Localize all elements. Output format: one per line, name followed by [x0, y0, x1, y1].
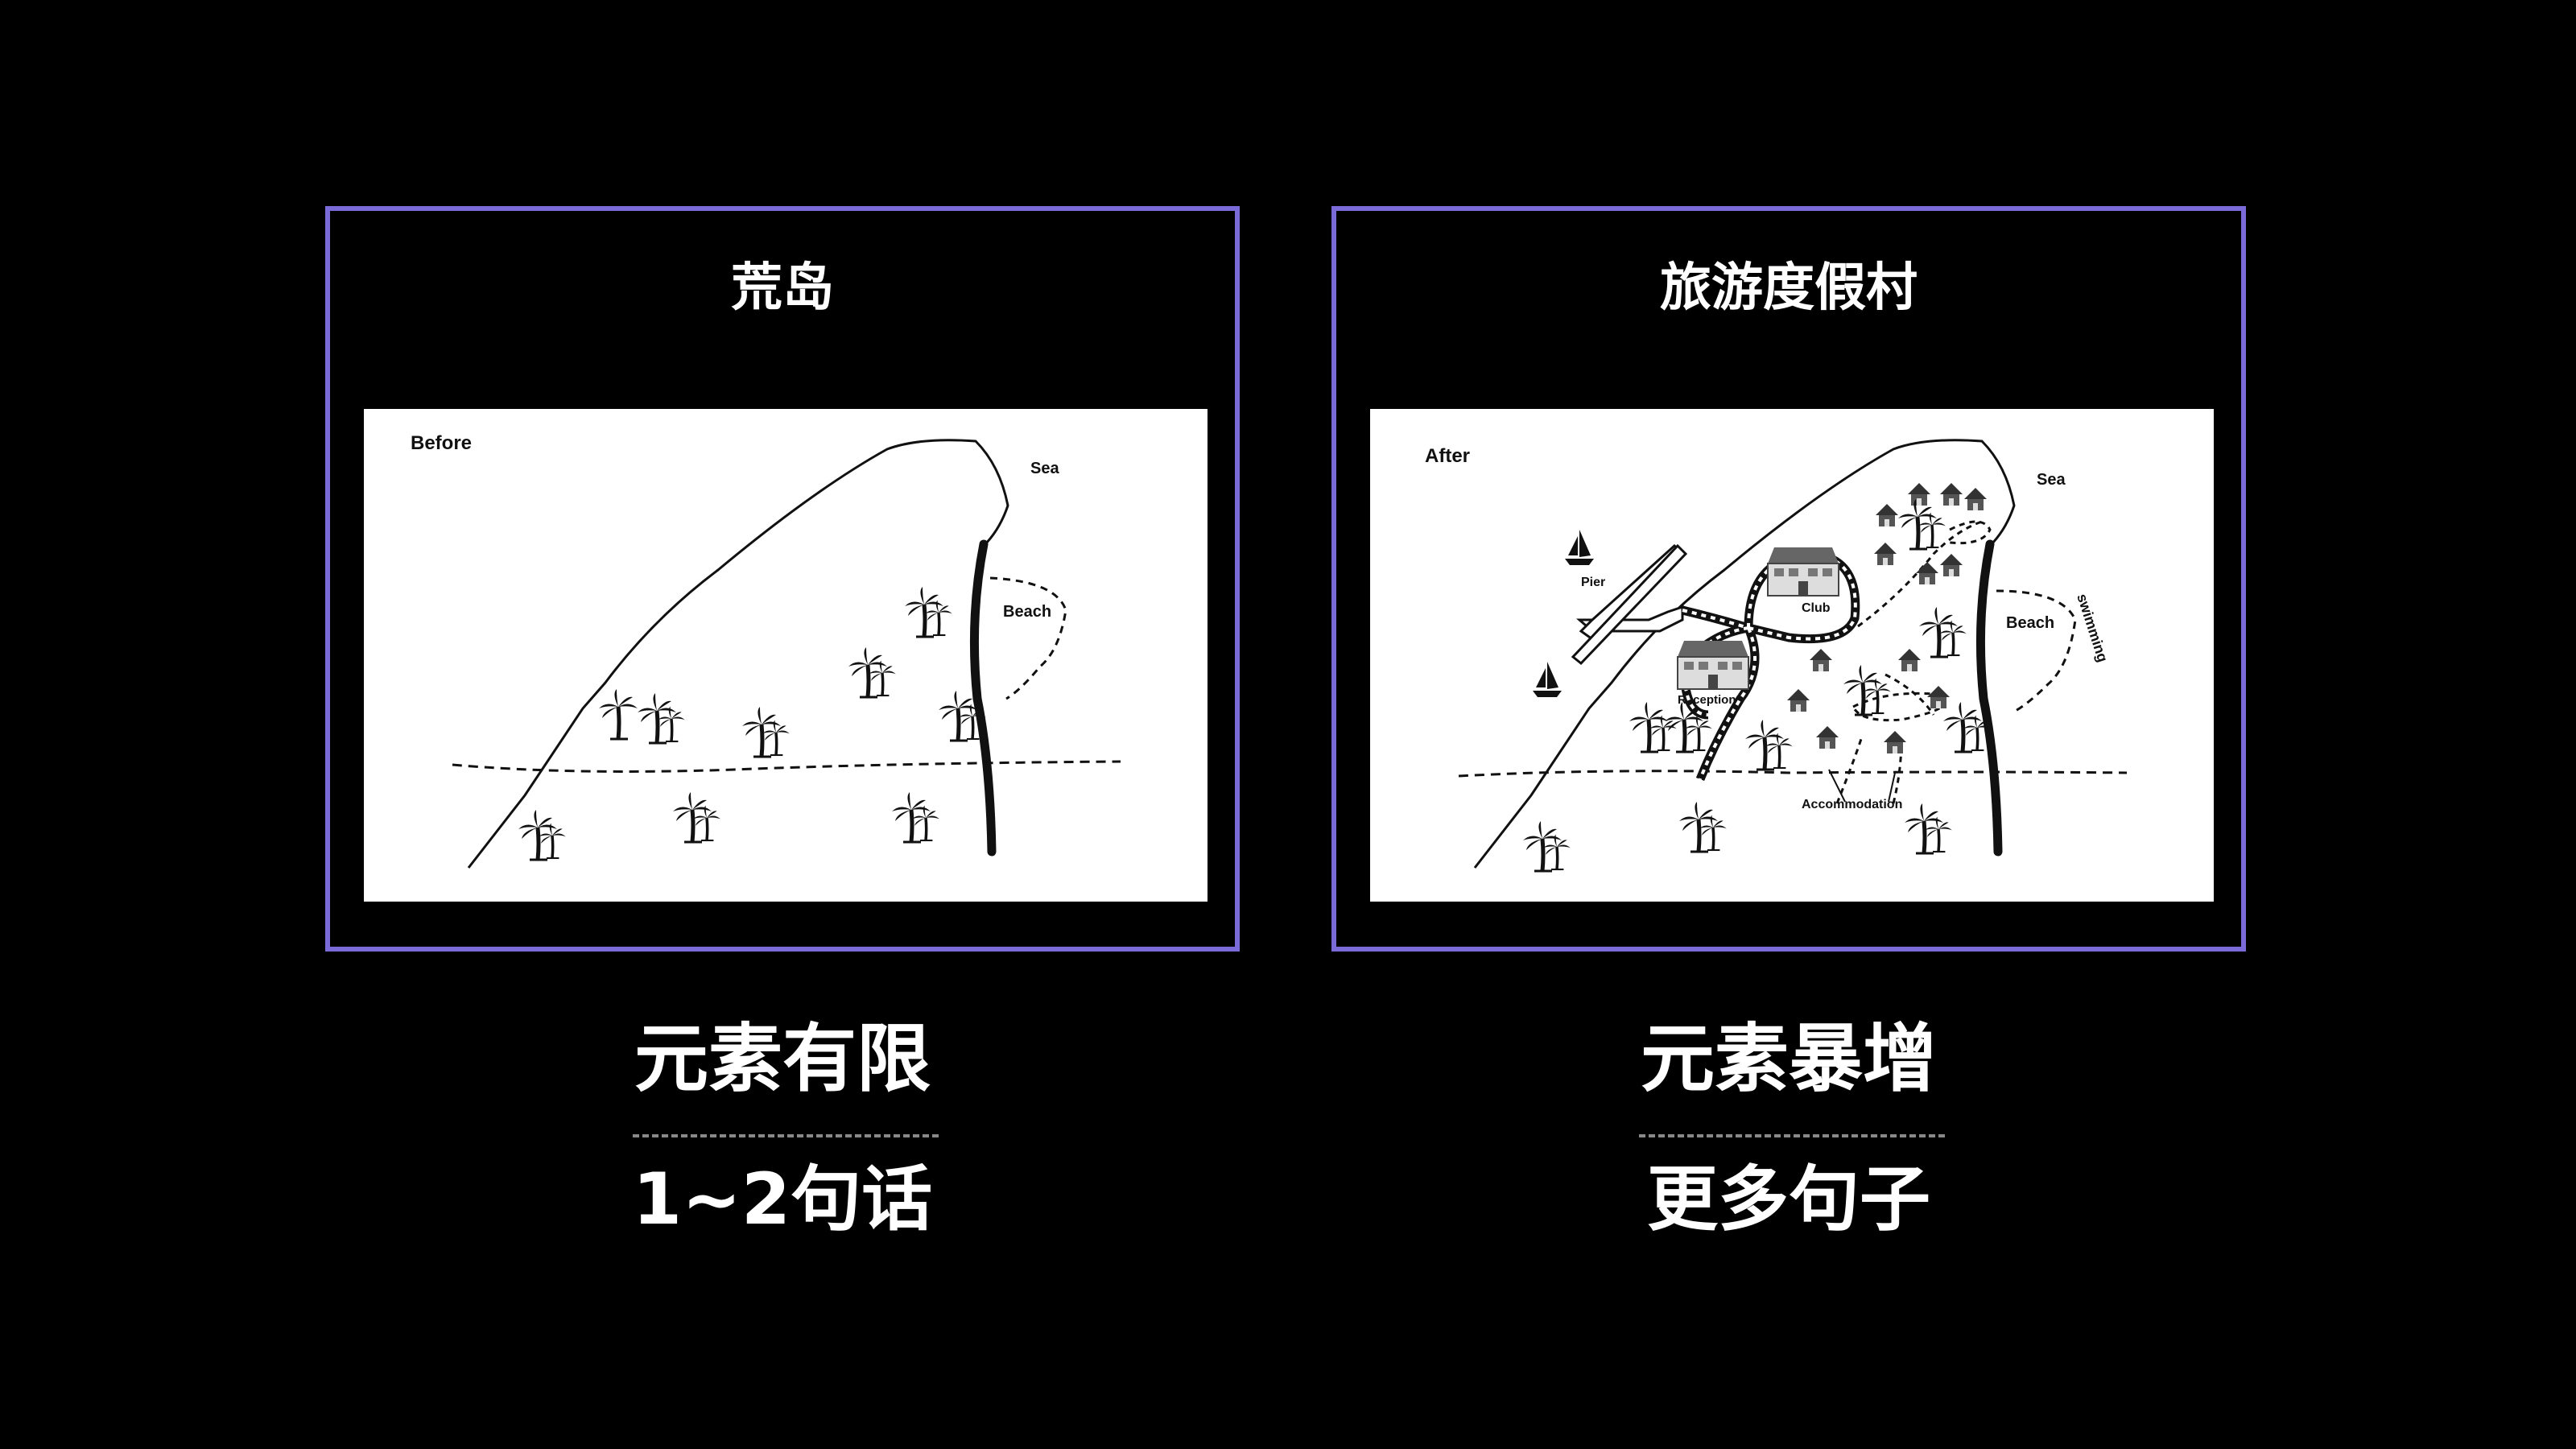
hut-icon — [1874, 543, 1897, 565]
sea-shore — [1975, 539, 2003, 857]
hut-icon — [1940, 483, 1963, 506]
palm-tree — [518, 810, 566, 860]
hut-icon — [1916, 562, 1938, 584]
before-panel: 荒岛 Before Sea Beach — [325, 206, 1240, 952]
pier — [1571, 543, 1688, 666]
before-map: Before Sea Beach — [364, 409, 1208, 902]
club-label: Club — [1802, 601, 1831, 615]
hut-icon — [1787, 689, 1810, 712]
palm-tree — [1843, 665, 1891, 715]
before-title: 荒岛 — [731, 258, 834, 318]
palm-tree — [1898, 499, 1946, 549]
reception-building-icon — [1677, 640, 1749, 690]
hut-icon — [1884, 731, 1906, 753]
beach-boundary — [989, 576, 1067, 700]
beach-label: Beach — [1003, 603, 1051, 621]
palm-tree — [892, 792, 939, 842]
before-map-illustration: Before Sea Beach — [411, 432, 1121, 869]
accommodation-pointers — [1828, 769, 1896, 803]
after-map-label: After — [1425, 445, 1470, 467]
hut-icon — [1816, 726, 1839, 749]
before-caption-sub: 1~2句话 — [632, 1158, 933, 1241]
sea-label: Sea — [1030, 460, 1059, 477]
accommodation-label: Accommodation — [1802, 798, 1902, 811]
palm-tree — [599, 689, 638, 739]
palm-tree — [638, 693, 685, 743]
roads-inner — [1682, 551, 1857, 780]
swimming-label: swimming — [2074, 592, 2111, 664]
hut-icon — [1898, 649, 1921, 671]
after-divider — [1639, 1134, 1945, 1137]
beach-label: Beach — [2006, 614, 2054, 632]
palm-tree — [1679, 802, 1727, 852]
coastline — [467, 439, 1009, 869]
sea-label: Sea — [2037, 471, 2066, 489]
palm-tree — [1665, 702, 1712, 752]
boundary-line — [452, 760, 1121, 773]
hut-icon — [1810, 649, 1832, 671]
palm-tree — [673, 792, 720, 842]
after-caption-main: 元素暴增 — [1640, 1016, 1937, 1102]
pier-label: Pier — [1581, 576, 1605, 589]
palm-tree — [1523, 821, 1571, 871]
before-map-label: Before — [411, 432, 472, 454]
after-map: After Sea Beach Pier Club Reception Acco… — [1370, 409, 2214, 902]
swimming-area — [1996, 589, 2077, 713]
hut-icon — [1927, 686, 1950, 708]
sea-shore — [969, 539, 997, 857]
before-caption-main: 元素有限 — [634, 1016, 931, 1102]
palm-tree — [905, 587, 952, 637]
sailboat-icon — [1565, 530, 1594, 565]
club-building-icon — [1767, 547, 1839, 597]
palm-tree — [1905, 803, 1952, 853]
hut-icon — [1908, 483, 1930, 506]
after-title: 旅游度假村 — [1660, 258, 1918, 318]
after-map-illustration: After Sea Beach Pier Club Reception Acco… — [1425, 439, 2128, 902]
palm-tree — [1919, 607, 1967, 657]
after-panel: 旅游度假村 After Sea Beach Pier Club Receptio… — [1331, 206, 2246, 952]
sailboat-icon — [1533, 662, 1562, 697]
hut-icon — [1964, 488, 1987, 510]
after-caption-sub: 更多句子 — [1646, 1158, 1930, 1241]
before-divider — [633, 1134, 939, 1137]
hut-icon — [1876, 504, 1898, 526]
palm-tree — [1629, 702, 1677, 752]
boundary-line — [1458, 770, 2128, 778]
palm-tree — [1745, 720, 1793, 770]
palm-tree — [848, 647, 896, 697]
palm-tree — [742, 707, 790, 757]
hut-icon — [1940, 554, 1963, 576]
